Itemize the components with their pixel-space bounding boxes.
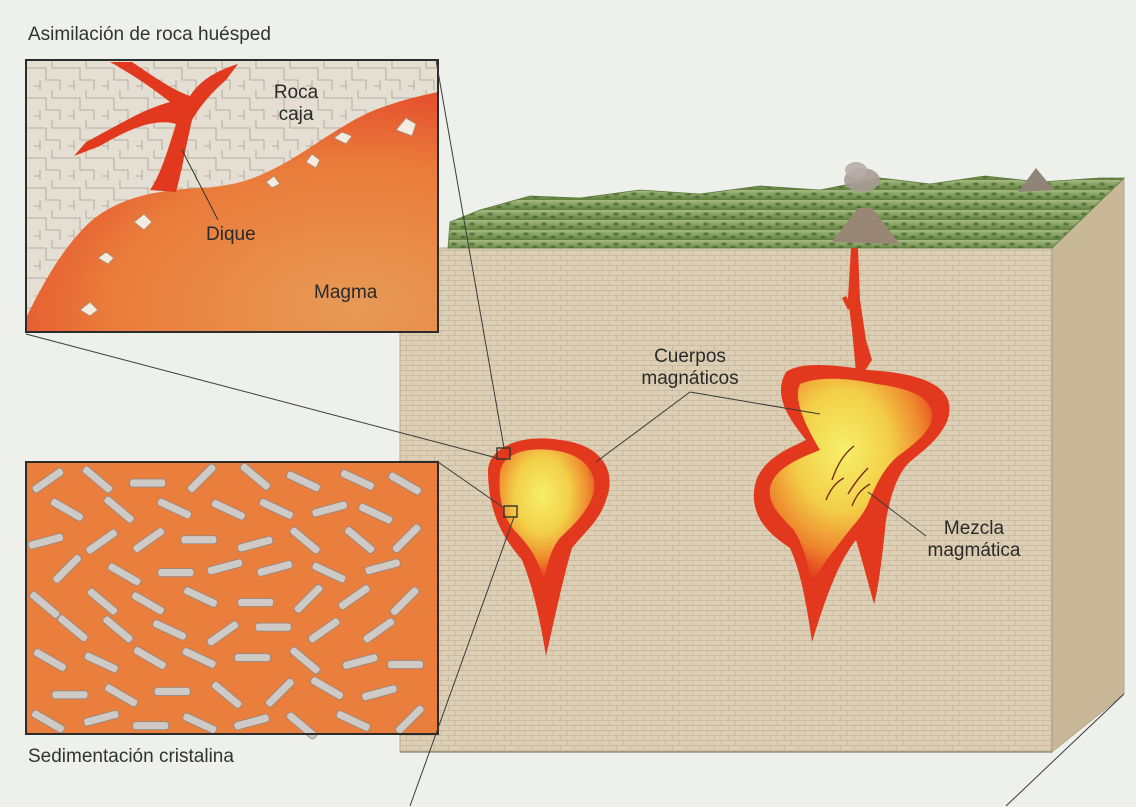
host-rock-label-line1: Roca <box>266 82 326 104</box>
magma-bodies-label-line2: magnáticos <box>620 368 760 390</box>
crystal <box>154 688 190 696</box>
mixing-label: Mezcla magmática <box>904 518 1044 562</box>
crystal <box>52 691 88 699</box>
crystal <box>387 661 423 669</box>
inset-crystal-settling <box>26 462 438 740</box>
crystal <box>238 598 274 606</box>
crystal <box>255 623 291 631</box>
block-side-face <box>1052 178 1124 752</box>
magma-bodies-label: Cuerpos magnáticos <box>620 346 760 390</box>
host-rock-label-line2: caja <box>266 104 326 126</box>
mixing-label-line1: Mezcla <box>904 518 1044 540</box>
mixing-label-line2: magmática <box>904 540 1044 562</box>
magma-label: Magma <box>314 282 377 304</box>
settling-title: Sedimentación cristalina <box>28 746 234 768</box>
host-rock-label: Roca caja <box>266 82 326 126</box>
crystal <box>234 654 270 662</box>
crystal <box>158 569 194 577</box>
magma-bodies-label-line1: Cuerpos <box>620 346 760 368</box>
crystal <box>130 479 166 487</box>
assimilation-title: Asimilación de roca huésped <box>28 24 271 46</box>
crystal <box>181 536 217 544</box>
dike-label: Dique <box>206 224 256 246</box>
crystal <box>133 722 169 730</box>
